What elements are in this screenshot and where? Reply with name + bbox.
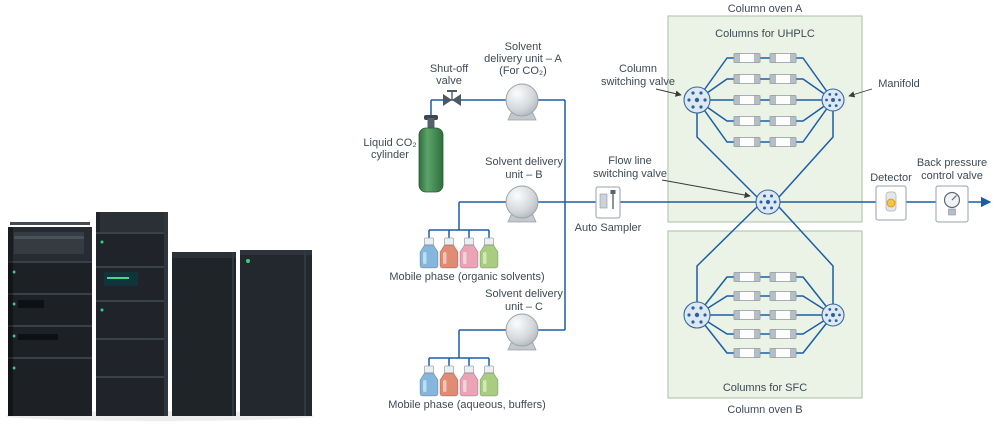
pump-b-icon bbox=[505, 185, 539, 223]
label-columns-for-sfc: Columns for SFC bbox=[723, 382, 807, 394]
detector-icon bbox=[875, 185, 907, 221]
label-column-oven-b: Column oven B bbox=[727, 404, 802, 416]
column-capsule bbox=[733, 291, 761, 301]
column-capsule bbox=[769, 348, 797, 358]
column-valve-arrow bbox=[655, 88, 682, 97]
column-capsule bbox=[769, 272, 797, 282]
manifold-arrow bbox=[848, 88, 873, 98]
column-capsule bbox=[733, 310, 761, 320]
bottle bbox=[439, 365, 459, 397]
column-switching-valve-b bbox=[683, 301, 711, 329]
column-capsule bbox=[769, 310, 797, 320]
pump-a-icon bbox=[505, 83, 539, 121]
label-mobile-phase-aqueous: Mobile phase (aqueous, buffers) bbox=[388, 399, 546, 411]
bottle bbox=[459, 237, 479, 269]
label-pump-b: Solvent delivery bbox=[485, 156, 563, 168]
column-capsule bbox=[769, 95, 797, 105]
co2-cylinder bbox=[418, 115, 444, 193]
column-capsule bbox=[733, 329, 761, 339]
bottle bbox=[459, 365, 479, 397]
label-autosampler: Auto Sampler bbox=[575, 222, 642, 234]
shutoff-valve-icon bbox=[443, 90, 461, 106]
column-capsule bbox=[769, 53, 797, 63]
label-co2-cylinder: cylinder bbox=[371, 149, 409, 161]
instrument-photo bbox=[6, 212, 314, 421]
pump-c-icon bbox=[505, 313, 539, 351]
column-capsule bbox=[733, 348, 761, 358]
solvent-bottles-organic bbox=[419, 237, 499, 269]
flow-valve-arrow bbox=[661, 179, 751, 199]
column-capsule bbox=[769, 116, 797, 126]
column-capsule bbox=[733, 137, 761, 147]
manifold-a bbox=[821, 88, 845, 112]
label-pump-c: Solvent delivery bbox=[485, 288, 563, 300]
bottle bbox=[479, 365, 499, 397]
column-capsule bbox=[733, 53, 761, 63]
back-pressure-valve-icon bbox=[935, 185, 969, 223]
label-shutoff-valve: Shut-off bbox=[430, 63, 469, 75]
bottle bbox=[479, 237, 499, 269]
label-columns-for-uhplc: Columns for UHPLC bbox=[715, 28, 815, 40]
label-flow-valve: Flow line bbox=[608, 155, 651, 167]
column-capsule bbox=[733, 272, 761, 282]
label-pump-a: (For CO₂) bbox=[499, 65, 547, 77]
label-co2-cylinder: Liquid CO₂ bbox=[363, 137, 416, 149]
bottle bbox=[419, 237, 439, 269]
label-mobile-phase-organic: Mobile phase (organic solvents) bbox=[389, 271, 544, 283]
label-bpv: control valve bbox=[921, 170, 983, 182]
label-detector: Detector bbox=[870, 172, 912, 184]
label-column-valve: switching valve bbox=[601, 76, 675, 88]
autosampler-icon bbox=[595, 186, 621, 219]
bottle bbox=[419, 365, 439, 397]
flow-lines bbox=[428, 57, 992, 366]
label-column-oven-a: Column oven A bbox=[728, 3, 803, 15]
label-bpv: Back pressure bbox=[917, 157, 987, 169]
column-capsule bbox=[769, 329, 797, 339]
label-shutoff-valve: valve bbox=[436, 75, 462, 87]
label-pump-c: unit – C bbox=[505, 301, 543, 313]
column-switching-valve-a bbox=[683, 86, 711, 114]
label-pump-b: unit – B bbox=[505, 169, 542, 181]
bottle bbox=[439, 237, 459, 269]
manifold-b bbox=[821, 303, 845, 327]
column-oven-a-box bbox=[667, 15, 863, 223]
column-capsule bbox=[769, 74, 797, 84]
label-manifold: Manifold bbox=[878, 78, 920, 90]
label-pump-a: Solvent bbox=[505, 41, 542, 53]
column-capsule bbox=[733, 95, 761, 105]
label-column-valve: Column bbox=[619, 63, 657, 75]
label-pump-a: delivery unit – A bbox=[484, 53, 562, 65]
column-capsule bbox=[769, 291, 797, 301]
column-capsule bbox=[733, 116, 761, 126]
column-capsule bbox=[769, 137, 797, 147]
column-capsule bbox=[733, 74, 761, 84]
flow-line-switching-valve bbox=[755, 189, 781, 215]
label-flow-valve: switching valve bbox=[593, 168, 667, 180]
solvent-bottles-aqueous bbox=[419, 365, 499, 397]
